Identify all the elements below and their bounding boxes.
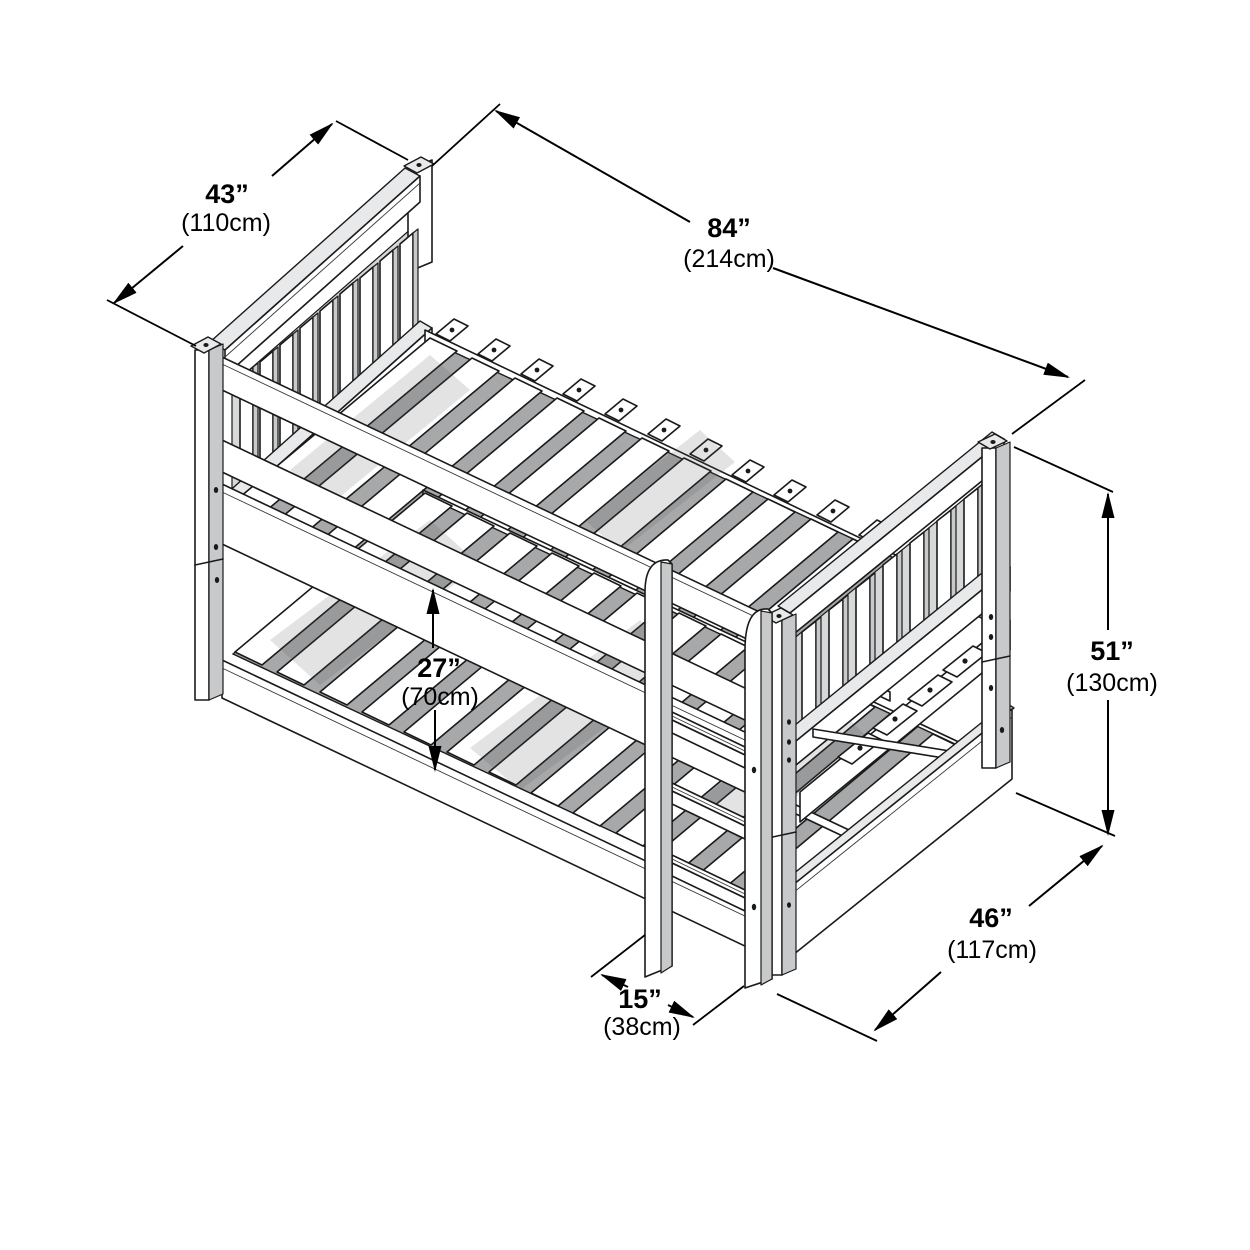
dim-label-70cm: (70cm) [401,683,479,711]
dim-width-foot: 46” (117cm) [776,792,1116,1042]
dimension-annotations: 43” (110cm) 84” (214cm) 51” (130cm) 27” … [106,103,1158,1042]
dim-bunk-clearance: 27” (70cm) [401,588,479,772]
bunk-bed-drawing [190,156,1015,989]
dim-ladder-width: 15” (38cm) [590,934,745,1041]
dim-height: 51” (130cm) [1013,446,1158,836]
dim-label-43in: 43” [205,179,249,209]
dim-label-130cm: (130cm) [1066,669,1158,697]
dim-label-84in: 84” [707,213,751,243]
dim-length: 84” (214cm) [431,103,1086,435]
dim-label-38cm: (38cm) [603,1013,681,1041]
dim-width-top: 43” (110cm) [106,120,409,347]
dim-label-110cm: (110cm) [181,209,271,237]
ladder-left-stile [644,559,673,978]
head-front-post [190,336,224,701]
dim-label-15in: 15” [618,984,662,1014]
ladder [644,559,773,989]
footboard-panel [761,431,1015,976]
dim-label-46in: 46” [969,903,1013,933]
dim-label-117cm: (117cm) [947,936,1037,964]
ladder-right-stile [744,608,773,989]
dim-label-27in: 27” [417,653,461,683]
ladder-rungs [671,711,746,912]
foot-back-post [977,433,1011,769]
dim-label-214cm: (214cm) [683,245,775,273]
dim-label-51in: 51” [1090,636,1134,666]
